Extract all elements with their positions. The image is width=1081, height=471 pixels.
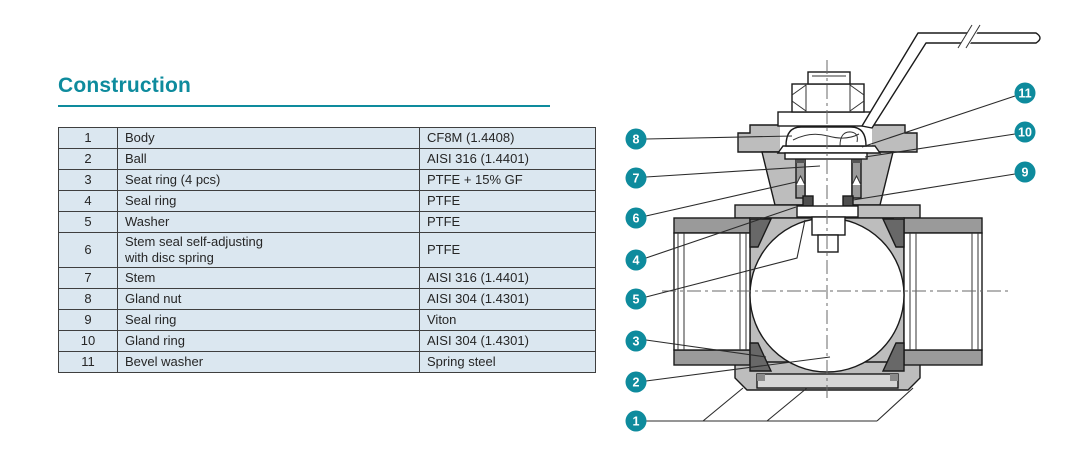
table-row: 4 Seal ring PTFE [58, 190, 596, 212]
part-name: Washer [117, 211, 420, 233]
callout-2: 2 [625, 371, 647, 393]
part-name: Ball [117, 148, 420, 170]
row-number: 2 [58, 148, 118, 170]
callout-label: 4 [633, 254, 640, 268]
part-name: Gland ring [117, 329, 420, 352]
row-number: 3 [58, 169, 118, 191]
callout-6: 6 [625, 207, 647, 229]
construction-table: 1 Body CF8M (1.4408) 2 Ball AISI 316 (1.… [58, 127, 596, 373]
part-name: Body [117, 127, 420, 149]
leader-lines [645, 95, 1016, 422]
row-number: 9 [58, 308, 118, 331]
row-number: 8 [58, 287, 118, 310]
part-name: Gland nut [117, 287, 420, 310]
callout-7: 7 [625, 167, 647, 189]
part-material: CF8M (1.4408) [419, 127, 596, 149]
part-name: Stem seal self-adjusting with disc sprin… [117, 232, 420, 268]
callout-4: 4 [625, 249, 647, 271]
part-name: Stem [117, 266, 420, 289]
callout-label: 6 [633, 212, 640, 226]
part-name: Bevel washer [117, 350, 420, 373]
part-material: AISI 316 (1.4401) [419, 266, 596, 289]
table-row: 2 Ball AISI 316 (1.4401) [58, 148, 596, 170]
part-material: Viton [419, 308, 596, 331]
callout-9: 9 [1014, 161, 1036, 183]
table-row: 5 Washer PTFE [58, 211, 596, 233]
row-number: 1 [58, 127, 118, 149]
part-name: Seal ring [117, 190, 420, 212]
page-title: Construction [58, 74, 550, 107]
callout-label: 3 [633, 335, 640, 349]
callout-label: 1 [633, 415, 640, 429]
callout-11: 11 [1014, 82, 1036, 104]
part-material: PTFE + 15% GF [419, 169, 596, 191]
row-number: 4 [58, 190, 118, 212]
table-row: 3 Seat ring (4 pcs) PTFE + 15% GF [58, 169, 596, 191]
part-material: AISI 316 (1.4401) [419, 148, 596, 170]
handle-lever [861, 24, 1041, 129]
row-number: 7 [58, 266, 118, 289]
part-material: Spring steel [419, 350, 596, 373]
callout-label: 5 [633, 293, 640, 307]
callout-label: 10 [1018, 126, 1032, 140]
gland-assembly [776, 126, 882, 160]
callout-label: 9 [1022, 166, 1029, 180]
callout-10: 10 [1014, 121, 1036, 143]
table-row: 10 Gland ring AISI 304 (1.4301) [58, 329, 596, 352]
callout-bubbles: 8 7 6 4 5 3 2 1 [625, 82, 1036, 432]
part-material: PTFE [419, 232, 596, 268]
valve-cross-section-diagram: 8 7 6 4 5 3 2 1 [600, 0, 1081, 466]
callout-label: 11 [1018, 87, 1031, 101]
seat-rings [749, 218, 905, 372]
callout-5: 5 [625, 288, 647, 310]
centerlines [662, 60, 1008, 398]
row-number: 6 [58, 232, 118, 268]
table-row: 1 Body CF8M (1.4408) [58, 127, 596, 149]
table-row: 7 Stem AISI 316 (1.4401) [58, 266, 596, 289]
row-number: 11 [58, 350, 118, 373]
table-row: 8 Gland nut AISI 304 (1.4301) [58, 287, 596, 310]
table-row: 6 Stem seal self-adjusting with disc spr… [58, 232, 596, 268]
callout-label: 7 [633, 172, 640, 186]
part-material: AISI 304 (1.4301) [419, 287, 596, 310]
callout-label: 8 [633, 133, 640, 147]
part-material: PTFE [419, 211, 596, 233]
part-material: AISI 304 (1.4301) [419, 329, 596, 352]
callout-3: 3 [625, 330, 647, 352]
stem-top-assembly [777, 71, 873, 127]
callout-1: 1 [625, 410, 647, 432]
table-row: 11 Bevel washer Spring steel [58, 350, 596, 373]
row-number: 10 [58, 329, 118, 352]
part-name: Seat ring (4 pcs) [117, 169, 420, 191]
callout-8: 8 [625, 128, 647, 150]
table-row: 9 Seal ring Viton [58, 308, 596, 331]
callout-label: 2 [633, 376, 640, 390]
part-material: PTFE [419, 190, 596, 212]
part-name: Seal ring [117, 308, 420, 331]
row-number: 5 [58, 211, 118, 233]
ball-valve-drawing: 8 7 6 4 5 3 2 1 [625, 24, 1041, 432]
